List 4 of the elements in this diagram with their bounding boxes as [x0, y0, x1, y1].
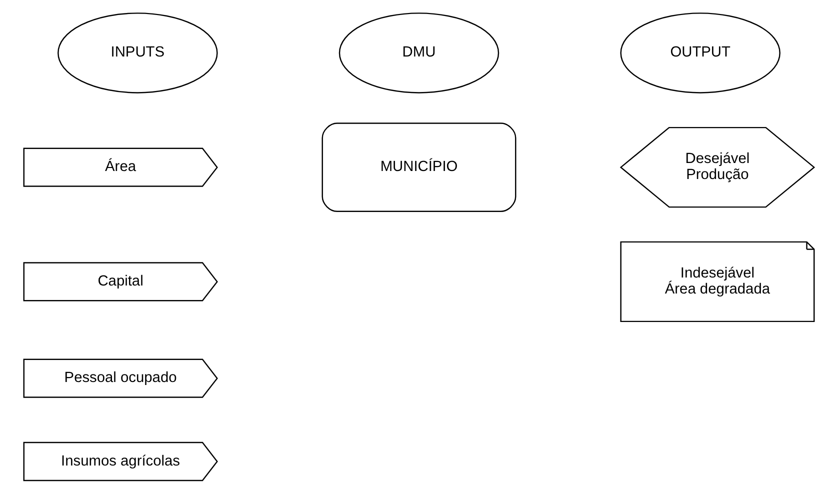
node-ellipse: DMU — [338, 12, 500, 94]
node-ellipse: INPUTS — [58, 12, 218, 94]
node-ellipse: OUTPUT — [620, 12, 780, 94]
node-box: MUNICÍPIO — [322, 122, 516, 212]
